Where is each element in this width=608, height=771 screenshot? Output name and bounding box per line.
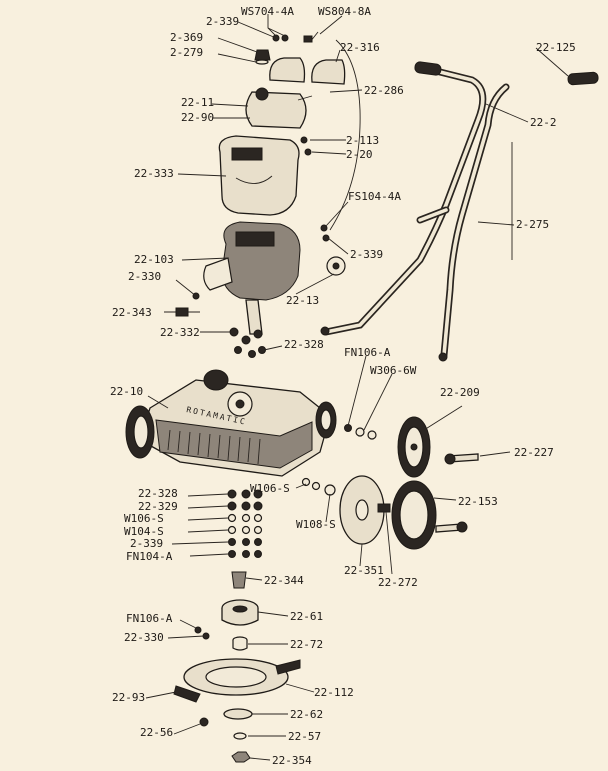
label-22-153: 22-153 <box>458 495 498 508</box>
label-22-272: 22-272 <box>378 576 418 589</box>
spacer-nuts <box>229 327 266 358</box>
deck-fins <box>167 429 261 465</box>
label-2-339-b: 2-339 <box>130 537 163 550</box>
label-22-333: 22-333 <box>134 167 174 180</box>
mower-deck: ROTAMATIC <box>125 369 337 477</box>
label-2-279: 2-279 <box>170 46 203 59</box>
label-22-93: 22-93 <box>112 691 145 704</box>
rear-wheel <box>397 416 479 478</box>
label-22-316: 22-316 <box>340 41 380 54</box>
blade-assembly <box>173 571 301 763</box>
washers-axle <box>344 424 377 440</box>
label-w104-s: W104-S <box>124 525 164 538</box>
label-2-330-top: 2-330 <box>128 270 161 283</box>
front-wheel-parts <box>301 475 468 550</box>
label-w106-s-mid: W106-S <box>250 482 290 495</box>
label-22-56: 22-56 <box>140 726 173 739</box>
label-22-209: 22-209 <box>440 386 480 399</box>
label-22-10: 22-10 <box>110 385 143 398</box>
label-22-329: 22-329 <box>138 500 178 513</box>
label-2-339-mid: 2-339 <box>350 248 383 261</box>
label-22-328-b: 22-328 <box>138 487 178 500</box>
label-2-275: 2-275 <box>516 218 549 231</box>
label-22-11: 22-11 <box>181 96 214 109</box>
label-fn104-a: FN104-A <box>126 550 173 563</box>
label-fn106-a-bottom: FN106-A <box>126 612 173 625</box>
label-22-13: 22-13 <box>286 294 319 307</box>
leader-lines <box>145 14 569 761</box>
label-22-72: 22-72 <box>290 638 323 651</box>
label-ws804-8a: WS804-8A <box>318 5 371 18</box>
fastener-stack <box>227 489 263 558</box>
label-2-369: 2-369 <box>170 31 203 44</box>
label-22-286: 22-286 <box>364 84 404 97</box>
label-22-343: 22-343 <box>112 306 152 319</box>
label-w106-s-left: W106-S <box>124 512 164 525</box>
label-fn106-a-top: FN106-A <box>344 346 391 359</box>
label-22-62: 22-62 <box>290 708 323 721</box>
label-fs104-4a: FS104-4A <box>348 190 401 203</box>
fuel-tank <box>245 87 313 129</box>
label-22-103: 22-103 <box>134 253 174 266</box>
label-2-113: 2-113 <box>346 134 379 147</box>
label-22-57: 22-57 <box>288 730 321 743</box>
label-2-20: 2-20 <box>346 148 373 161</box>
fuel-tank-cap-parts <box>254 31 319 65</box>
label-w108-s: W108-S <box>296 518 336 531</box>
label-22-90: 22-90 <box>181 111 214 124</box>
fuel-tank-straps <box>269 39 361 231</box>
label-22-125: 22-125 <box>536 41 576 54</box>
label-ws704-4a: WS704-4A <box>241 5 294 18</box>
label-22-61: 22-61 <box>290 610 323 623</box>
label-2-339-top: 2-339 <box>206 15 239 28</box>
part-labels: WS704-4A WS804-8A 2-339 2-369 2-279 22-3… <box>110 5 576 767</box>
label-22-344: 22-344 <box>264 574 304 587</box>
handle-assembly <box>320 61 599 362</box>
label-22-328-top: 22-328 <box>284 338 324 351</box>
engine-shroud <box>218 135 312 216</box>
label-22-330-b: 22-330 <box>124 631 164 644</box>
label-22-112: 22-112 <box>314 686 354 699</box>
engine-block <box>164 221 346 335</box>
label-22-227: 22-227 <box>514 446 554 459</box>
label-w306-6w: W306-6W <box>370 364 417 377</box>
label-22-332: 22-332 <box>160 326 200 339</box>
label-22-354: 22-354 <box>272 754 312 767</box>
label-22-2: 22-2 <box>530 116 557 129</box>
label-22-351: 22-351 <box>344 564 384 577</box>
